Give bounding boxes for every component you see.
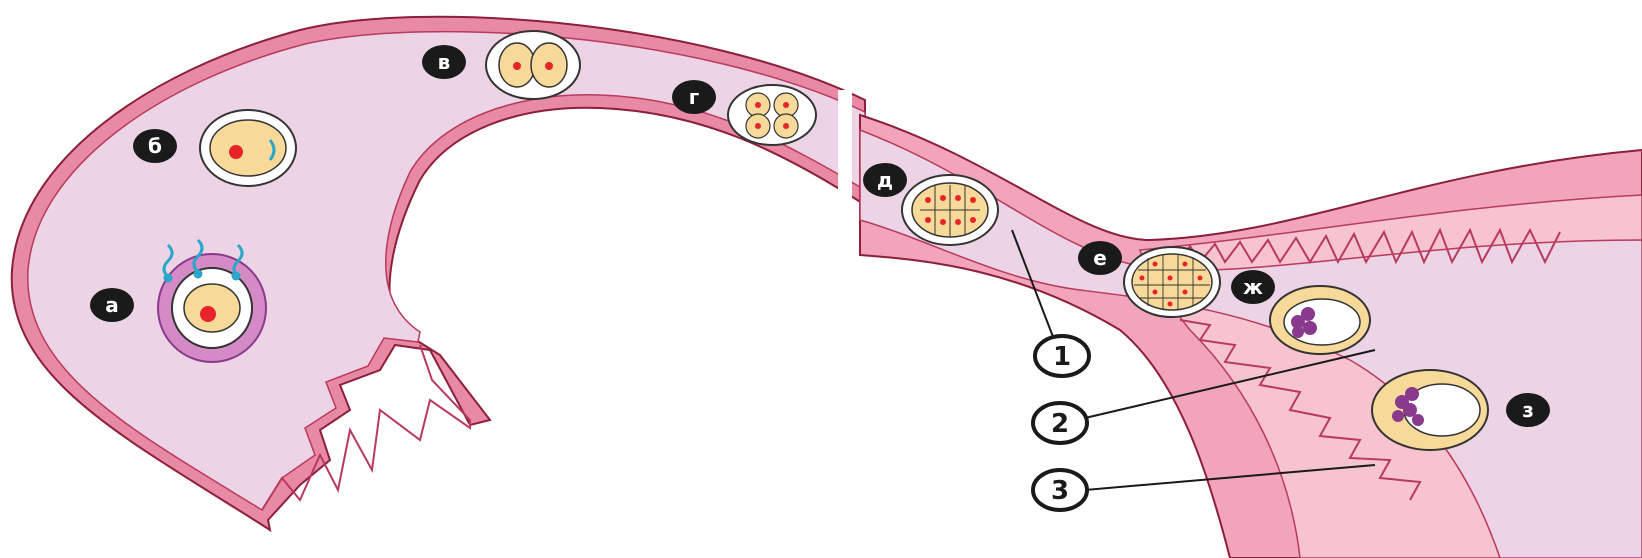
label-z: з [1506,393,1550,427]
label-d-text: д [877,168,893,192]
label-zh: ж [1231,270,1275,304]
stage-zh-blastocyst [1270,286,1370,354]
label-g: г [672,80,716,114]
label-a-text: а [105,293,119,317]
stage-v-two-cell [486,31,580,99]
label-b-text: б [148,134,162,158]
stage-g-four-cell [728,85,816,145]
stage-d-eight-cell [902,175,998,245]
label-v-text: в [438,50,451,74]
fallopian-tube-left [12,17,865,530]
number-label-1: 1 [1035,336,1089,376]
number-label-2: 2 [1033,403,1087,443]
label-e: е [1078,241,1122,275]
stage-z-implantation [1372,370,1488,450]
label-e-text: е [1093,246,1107,270]
label-zh-text: ж [1243,275,1263,299]
number-label-3-text: 3 [1051,476,1069,506]
label-z-text: з [1522,398,1534,422]
section-gap [838,90,852,250]
label-v: в [422,45,466,79]
number-label-1-text: 1 [1053,342,1071,372]
label-a: а [90,288,134,322]
label-b: б [133,129,177,163]
number-label-2-text: 2 [1051,409,1069,439]
uterus-section [838,90,1642,558]
stage-a-ovum [158,254,266,362]
number-label-3: 3 [1033,470,1087,510]
stage-b-zygote [200,110,296,186]
label-g-text: г [689,85,699,109]
label-d: д [863,163,907,197]
stage-e-morula [1124,247,1220,317]
